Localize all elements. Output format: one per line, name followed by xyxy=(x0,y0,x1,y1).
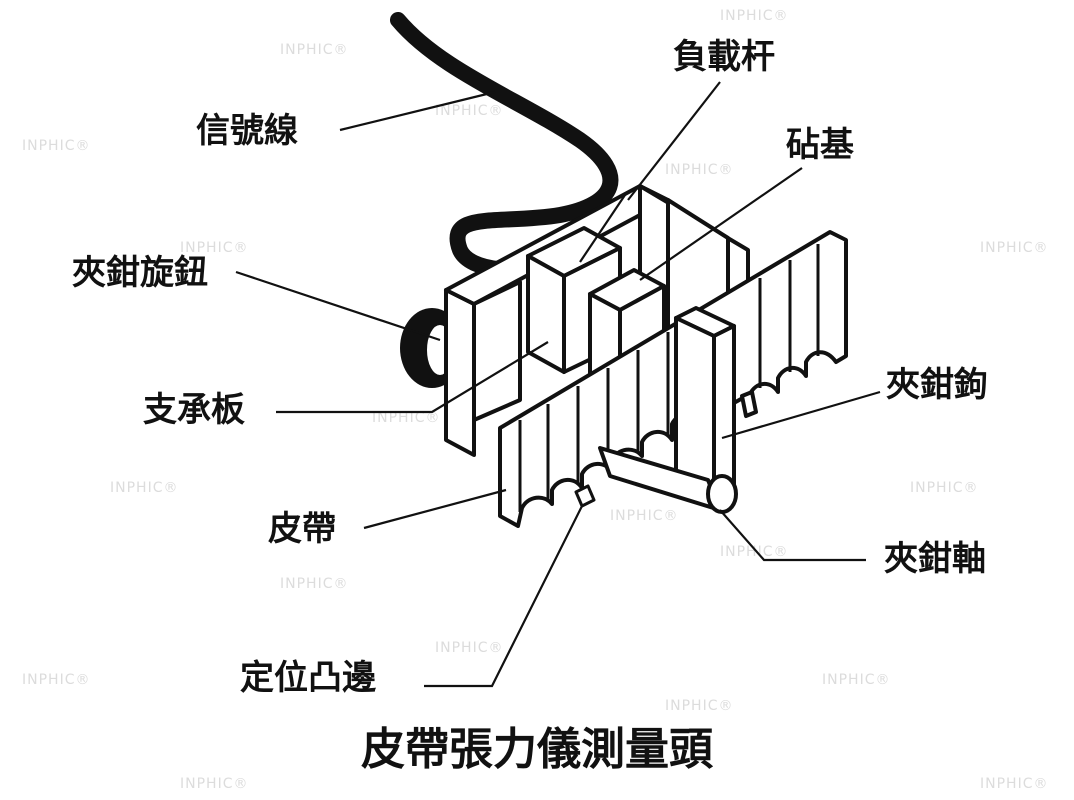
watermark: INPHIC® xyxy=(822,672,891,688)
watermark: INPHIC® xyxy=(22,138,91,154)
leader-support-plate xyxy=(276,341,549,414)
watermark: INPHIC® xyxy=(910,480,979,496)
label-locating-edge: 定位凸邊 xyxy=(240,658,376,698)
leader-clamp-shaft xyxy=(719,509,866,562)
leader-clamp-hook xyxy=(721,390,881,440)
watermark: INPHIC® xyxy=(980,776,1049,792)
label-belt: 皮帶 xyxy=(268,509,336,549)
watermark: INPHIC® xyxy=(665,698,734,714)
signal-wire-cable xyxy=(390,12,619,278)
watermark: INPHIC® xyxy=(180,240,249,256)
locating-edge-tab xyxy=(574,484,596,508)
label-clamp-knob: 夾鉗旋鈕 xyxy=(72,253,208,293)
leader-locating-edge xyxy=(424,505,583,688)
watermark: INPHIC® xyxy=(980,240,1049,256)
leader-signal-wire xyxy=(339,90,496,132)
label-signal-wire: 信號線 xyxy=(196,111,298,151)
label-anvil-base: 砧基 xyxy=(786,125,854,165)
watermark: INPHIC® xyxy=(665,162,734,178)
leader-load-bar-2 xyxy=(579,194,626,263)
diagram-title: 皮帶張力儀測量頭 xyxy=(361,724,713,775)
watermark: INPHIC® xyxy=(110,480,179,496)
label-clamp-hook: 夾鉗鉤 xyxy=(886,365,988,405)
watermark: INPHIC® xyxy=(372,410,441,426)
watermark: INPHIC® xyxy=(435,103,504,119)
leader-load-bar xyxy=(627,81,721,201)
label-load-bar: 負載杆 xyxy=(673,37,775,77)
watermark: INPHIC® xyxy=(610,508,679,524)
label-support-plate: 支承板 xyxy=(143,390,245,430)
leader-lines xyxy=(235,81,881,688)
label-clamp-shaft: 夾鉗軸 xyxy=(884,539,986,579)
watermark: INPHIC® xyxy=(720,8,789,24)
watermark: INPHIC® xyxy=(435,640,504,656)
watermark: INPHIC® xyxy=(280,576,349,592)
watermark: INPHIC® xyxy=(22,672,91,688)
leader-anvil-base xyxy=(639,167,803,281)
leader-clamp-knob xyxy=(235,270,441,342)
clamp-hook xyxy=(674,306,758,502)
leader-belt xyxy=(363,488,507,530)
watermark: INPHIC® xyxy=(280,42,349,58)
watermark: INPHIC® xyxy=(720,544,789,560)
watermark: INPHIC® xyxy=(180,776,249,792)
